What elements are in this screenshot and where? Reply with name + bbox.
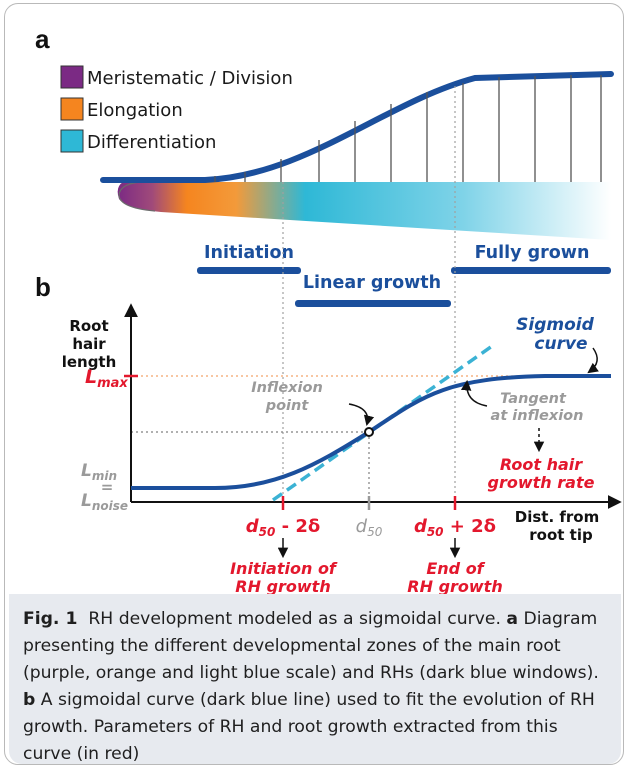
y-axis-label-line-2: hair <box>72 335 106 353</box>
figure-caption: Fig. 1 RH development modeled as a sigmo… <box>9 594 621 764</box>
root-tip-outline <box>118 181 156 212</box>
lmax-label: Lmax <box>85 366 128 391</box>
caption-a-ref: a <box>506 609 518 629</box>
phase-label-linear-growth: Linear growth <box>303 273 441 293</box>
d50-minus-label: d50 - 2δ <box>246 516 321 539</box>
d50-label: d50 <box>356 516 383 539</box>
legend-swatch-meristematic <box>60 65 84 89</box>
equals-sign: = <box>101 478 114 496</box>
sigmoid-arrow <box>587 347 599 374</box>
caption-b-ref: b <box>23 690 36 710</box>
phase-bar-fully-grown <box>451 267 611 274</box>
lnoise-label: Lnoise <box>81 491 128 513</box>
inflexion-arrow <box>348 403 375 427</box>
caption-b-text: A sigmoidal curve (dark blue line) used … <box>23 690 595 764</box>
tangent-label-line-2: at inflexion <box>491 408 584 424</box>
phase-bar-initiation <box>197 267 301 274</box>
legend: Meristematic / Division Elongation Diffe… <box>60 65 293 153</box>
figure-diagram: a Meristematic / Division Elongation Dif… <box>35 24 622 594</box>
panel-a-label: a <box>35 24 50 54</box>
inflexion-point <box>364 427 374 437</box>
caption-a-text: Diagram presenting the different develop… <box>23 609 599 683</box>
initiation-label-line-2: RH growth <box>235 577 330 594</box>
inflexion-label-line-2: point <box>265 398 310 414</box>
x-axis-label-line-1: Dist. from <box>515 508 599 526</box>
inflexion-label-line-1: Inflexion <box>251 380 323 396</box>
legend-label-differentiation: Differentiation <box>87 132 216 153</box>
sigmoid-label-line-1: Sigmoid <box>516 315 594 335</box>
caption-fig-label: Fig. 1 <box>23 609 78 629</box>
legend-swatch-elongation <box>60 97 84 121</box>
d50-plus-label: d50 + 2δ <box>414 516 496 539</box>
figure-frame: a Meristematic / Division Elongation Dif… <box>4 3 624 765</box>
y-axis-label-line-1: Root <box>69 317 108 335</box>
root-hair-lines <box>214 75 602 182</box>
panel-b-label: b <box>35 272 51 302</box>
tangent-line <box>271 342 497 502</box>
phase-label-fully-grown: Fully grown <box>475 243 590 263</box>
lmin-label: Lmin <box>81 461 117 483</box>
end-label-line-2: RH growth <box>407 577 502 594</box>
initiation-label-line-1: Initiation of <box>230 559 338 578</box>
caption-title: RH development modeled as a sigmoidal cu… <box>88 609 501 629</box>
root-hair-envelope <box>100 71 614 183</box>
legend-label-elongation: Elongation <box>87 100 183 121</box>
rate-label-line-1: Root hair <box>500 455 583 474</box>
sigmoid-label-line-2: curve <box>534 334 587 354</box>
tangent-label-line-1: Tangent <box>500 391 567 407</box>
phase-label-initiation: Initiation <box>204 243 294 263</box>
x-axis-label-line-2: root tip <box>529 526 593 544</box>
phase-bar-linear-growth <box>295 300 451 307</box>
end-label-line-1: End of <box>426 559 485 578</box>
legend-swatch-differentiation <box>60 129 84 153</box>
rate-label-line-2: growth rate <box>488 473 595 492</box>
root-body <box>117 182 612 240</box>
legend-label-meristematic: Meristematic / Division <box>87 68 293 89</box>
tangent-arrow <box>460 379 488 407</box>
y-axis-label-line-3: length <box>62 353 117 371</box>
